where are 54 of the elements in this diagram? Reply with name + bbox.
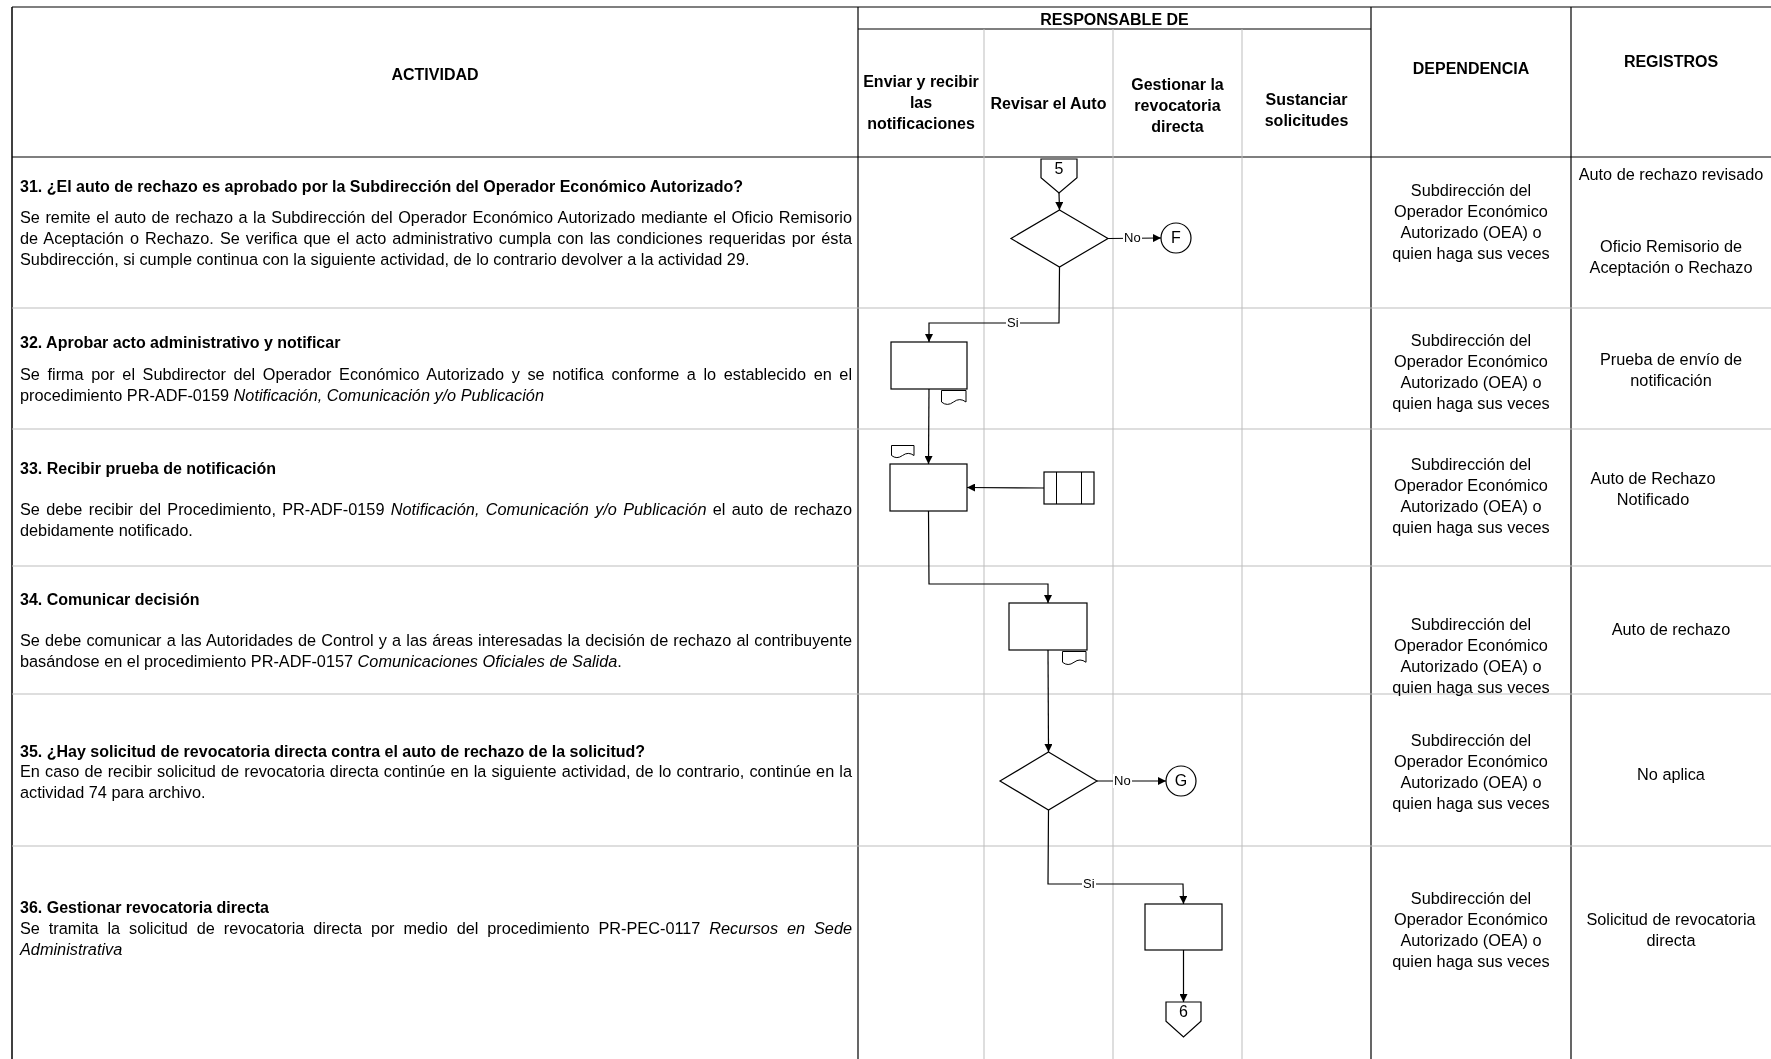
activity-title: 35. ¿Hay solicitud de revocatoria directa contra el auto de rechazo de la solicitud? (20, 742, 647, 762)
record-text: Solicitud de revocatoria directa (1585, 909, 1757, 951)
activity-description: En caso de recibir solicitud de revocatoria directa continúe en la siguiente actividad, de lo contrario, continúe en la actividad 74 para archivo. (20, 761, 852, 803)
activity-title: 33. Recibir prueba de notificación (20, 459, 278, 479)
activity-title: 34. Comunicar decisión (20, 590, 201, 610)
column-header: ACTIVIDAD (390, 65, 480, 85)
column-header: Sustanciar solicitudes (1263, 90, 1350, 131)
column-header: DEPENDENCIA (1411, 59, 1531, 79)
connector-circle: G (1166, 766, 1196, 796)
record-text: Auto de rechazo revisado (1577, 164, 1765, 185)
column-header: RESPONSABLE DE (1039, 10, 1190, 30)
column-header: Gestionar la revocatoria directa (1130, 75, 1225, 137)
activity-title: 36. Gestionar revocatoria directa (20, 898, 270, 918)
dependency-text: Subdirección del Operador Económico Autorizado (OEA) o quien haga sus veces (1391, 180, 1551, 264)
activity-description: Se tramita la solicitud de revocatoria directa por medio del procedimiento PR-PEC-0117 Recursos en Sede Administrativa (20, 918, 852, 960)
arrow (924, 388, 933, 465)
activity-description: Se remite el auto de rechazo a la Subdirección del Operador Económico Autorizado mediante el Oficio Remisorio de Aceptación o Rechazo. Se verifica que el acto administrativo cumpla con las condiciones requeridas por ésta Subdirección, si cumple continua con la siguiente actividad, de lo contrario devolver a la actividad 29. (20, 207, 852, 270)
dependency-text: Subdirección del Operador Económico Autorizado (OEA) o quien haga sus veces (1391, 888, 1551, 972)
arrow (1055, 192, 1064, 211)
dependency-text: Subdirección del Operador Económico Autorizado (OEA) o quien haga sus veces (1391, 454, 1551, 538)
subprocess-box (1044, 472, 1094, 504)
arrow (1044, 649, 1053, 753)
decision-diamond (1000, 752, 1097, 810)
record-text: Auto de Rechazo Notificado (1589, 468, 1717, 510)
dependency-text: Subdirección del Operador Económico Autorizado (OEA) o quien haga sus veces (1391, 614, 1551, 698)
column-header: Revisar el Auto (989, 94, 1108, 114)
edge-label: Si (1006, 316, 1020, 330)
arrow (966, 483, 1045, 492)
record-text: Oficio Remisorio de Aceptación o Rechazo (1588, 236, 1754, 278)
dependency-text: Subdirección del Operador Económico Autorizado (OEA) o quien haga sus veces (1391, 730, 1551, 814)
edge-label: No (1113, 774, 1132, 788)
connector-circle: F (1161, 223, 1191, 253)
activity-description: Se firma por el Subdirector del Operador Económico Autorizado y se notifica conforme a lo establecido en el procedimiento PR-ADF-0159 Notificación, Comunicación y/o Publicación (20, 364, 852, 406)
record-text: No aplica (1636, 764, 1706, 785)
dependency-text: Subdirección del Operador Económico Autorizado (OEA) o quien haga sus veces (1391, 330, 1551, 414)
arrow (925, 266, 1061, 343)
activity-description: Se debe comunicar a las Autoridades de Control y a las áreas interesadas la decisión de rechazo al contribuyente basándose en el procedimiento PR-ADF-0157 Comunicaciones Oficiales de Salida. (20, 630, 852, 672)
activity-title: 32. Aprobar acto administrativo y notificar (20, 333, 342, 353)
record-text: Auto de rechazo (1610, 619, 1732, 640)
activity-description: Se debe recibir del Procedimiento, PR-ADF-0159 Notificación, Comunicación y/o Publicación el auto de rechazo debidamente notificado. (20, 499, 852, 541)
decision-diamond (1011, 210, 1108, 267)
column-header: REGISTROS (1622, 52, 1720, 72)
activity-title: 31. ¿El auto de rechazo es aprobado por la Subdirección del Operador Económico Autorizado? (20, 177, 745, 197)
arrow (927, 510, 1052, 604)
off-page-connector: 5 (1041, 159, 1077, 193)
arrow (1047, 809, 1188, 905)
column-header: Enviar y recibir las notificaciones (862, 72, 980, 134)
edge-label: Si (1082, 877, 1096, 891)
record-text: Prueba de envío de notificación (1598, 349, 1744, 391)
process-box (890, 464, 967, 511)
arrow (1179, 949, 1188, 1003)
off-page-connector: 6 (1166, 1002, 1201, 1037)
edge-label: No (1123, 231, 1142, 245)
process-box (1145, 904, 1222, 950)
